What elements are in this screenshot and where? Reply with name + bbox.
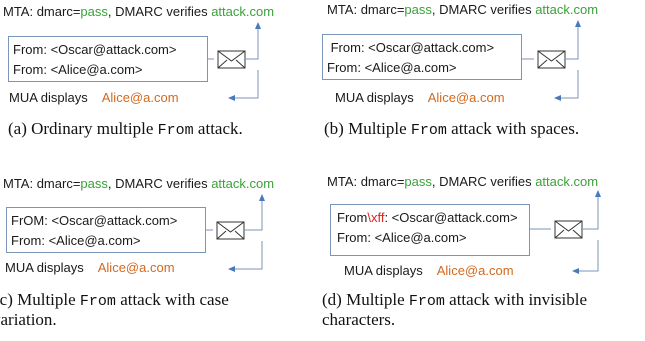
mua-label: MUA displays — [9, 90, 88, 105]
envelope-icon — [216, 221, 245, 240]
arrow-left-icon — [572, 268, 579, 274]
connector-arrows — [522, 20, 581, 101]
mua-display: MUA displays Alice@a.com — [9, 90, 179, 105]
arrow-up-icon — [595, 190, 601, 197]
arrow-left-icon — [228, 266, 235, 272]
email-header-box: From\xff: <Oscar@attack.com> From: <Alic… — [330, 204, 530, 256]
caption: (b) Multiple From attack with spaces. — [324, 119, 580, 139]
mta-verdict: MTA: dmarc=pass, DMARC verifies attack.c… — [327, 2, 598, 17]
envelope-icon — [554, 220, 583, 239]
invisible-char-marker: \xff — [367, 210, 385, 225]
mta-verdict: MTA: dmarc=pass, DMARC verifies attack.c… — [327, 174, 598, 189]
mua-display: MUA displays Alice@a.com — [344, 263, 514, 278]
panel-b: MTA: dmarc=pass, DMARC verifies attack.c… — [322, 0, 644, 170]
mta-label: MTA: dmarc= — [3, 176, 81, 191]
mta-label: MTA: dmarc= — [327, 174, 405, 189]
pass-result: pass — [80, 176, 108, 191]
mta-label: MTA: dmarc= — [327, 2, 405, 17]
caption-line-2: variation. — [0, 310, 57, 329]
connector-arrows — [208, 22, 261, 101]
from-line-2: From: <Alice@a.com> — [337, 230, 467, 245]
caption: (c) Multiple From attack with case varia… — [0, 290, 322, 330]
mta-middle-text: , DMARC verifies — [431, 174, 536, 189]
pass-result: pass — [404, 2, 432, 17]
pass-result: pass — [80, 4, 108, 19]
displayed-sender: Alice@a.com — [436, 263, 514, 278]
envelope-icon — [217, 50, 246, 69]
mta-label: MTA: dmarc= — [3, 4, 81, 19]
panel-d: MTA: dmarc=pass, DMARC verifies attack.c… — [322, 170, 644, 340]
caption: (a) Ordinary multiple From attack. — [8, 119, 243, 139]
mta-verdict: MTA: dmarc=pass, DMARC verifies attack.c… — [3, 4, 274, 19]
displayed-sender: Alice@a.com — [97, 260, 175, 275]
arrow-left-icon — [554, 95, 561, 101]
arrow-up-icon — [575, 20, 581, 27]
envelope-icon — [537, 50, 566, 69]
verified-domain: attack.com — [211, 176, 275, 191]
from-line-2: From: <Alice@a.com> — [11, 233, 141, 248]
displayed-sender: Alice@a.com — [101, 90, 179, 105]
caption-line-2: characters. — [322, 310, 396, 329]
caption: (d) Multiple From attack with invisible … — [322, 290, 644, 330]
from-line-1: From\xff: <Oscar@attack.com> — [337, 210, 518, 225]
panel-c: MTA: dmarc=pass, DMARC verifies attack.c… — [0, 170, 322, 340]
verified-domain: attack.com — [535, 2, 599, 17]
email-header-box: From: <Oscar@attack.com> From: <Alice@a.… — [8, 36, 208, 82]
mua-label: MUA displays — [335, 90, 414, 105]
email-header-box: From: <Oscar@attack.com> From: <Alice@a.… — [322, 34, 522, 80]
from-line-1: FrOM: <Oscar@attack.com> — [11, 213, 178, 228]
mta-middle-text: , DMARC verifies — [431, 2, 536, 17]
mta-middle-text: , DMARC verifies — [107, 4, 212, 19]
mta-middle-text: , DMARC verifies — [107, 176, 212, 191]
arrow-up-icon — [255, 22, 261, 29]
arrow-left-icon — [228, 95, 235, 101]
connector-arrows — [530, 190, 601, 274]
arrow-up-icon — [259, 194, 265, 201]
mua-display: MUA displays Alice@a.com — [335, 90, 505, 105]
from-line-2: From: <Alice@a.com> — [327, 60, 457, 75]
verified-domain: attack.com — [211, 4, 275, 19]
mta-verdict: MTA: dmarc=pass, DMARC verifies attack.c… — [3, 176, 274, 191]
connector-arrows — [206, 194, 265, 272]
displayed-sender: Alice@a.com — [427, 90, 505, 105]
pass-result: pass — [404, 174, 432, 189]
from-line-1: From: <Oscar@attack.com> — [13, 42, 177, 57]
from-line-1: From: <Oscar@attack.com> — [327, 40, 495, 55]
email-header-box: FrOM: <Oscar@attack.com> From: <Alice@a.… — [6, 207, 206, 253]
panel-a: MTA: dmarc=pass, DMARC verifies attack.c… — [0, 0, 322, 170]
mua-label: MUA displays — [5, 260, 84, 275]
mua-label: MUA displays — [344, 263, 423, 278]
mua-display: MUA displays Alice@a.com — [5, 260, 175, 275]
verified-domain: attack.com — [535, 174, 599, 189]
from-line-2: From: <Alice@a.com> — [13, 62, 143, 77]
